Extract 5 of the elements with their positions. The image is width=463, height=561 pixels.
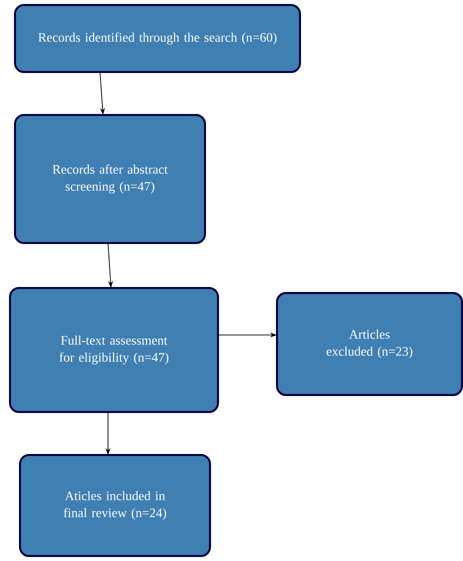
process-box: Records identified through the search (n=60) [14, 4, 301, 73]
process-box: Articles excluded (n=23) [276, 292, 463, 396]
process-box: Records after abstract screening (n=47) [14, 114, 206, 244]
process-box: Aticles included in final review (n=24) [19, 454, 211, 557]
process-box: Full-text assessment for eligibility (n=47) [9, 287, 219, 413]
